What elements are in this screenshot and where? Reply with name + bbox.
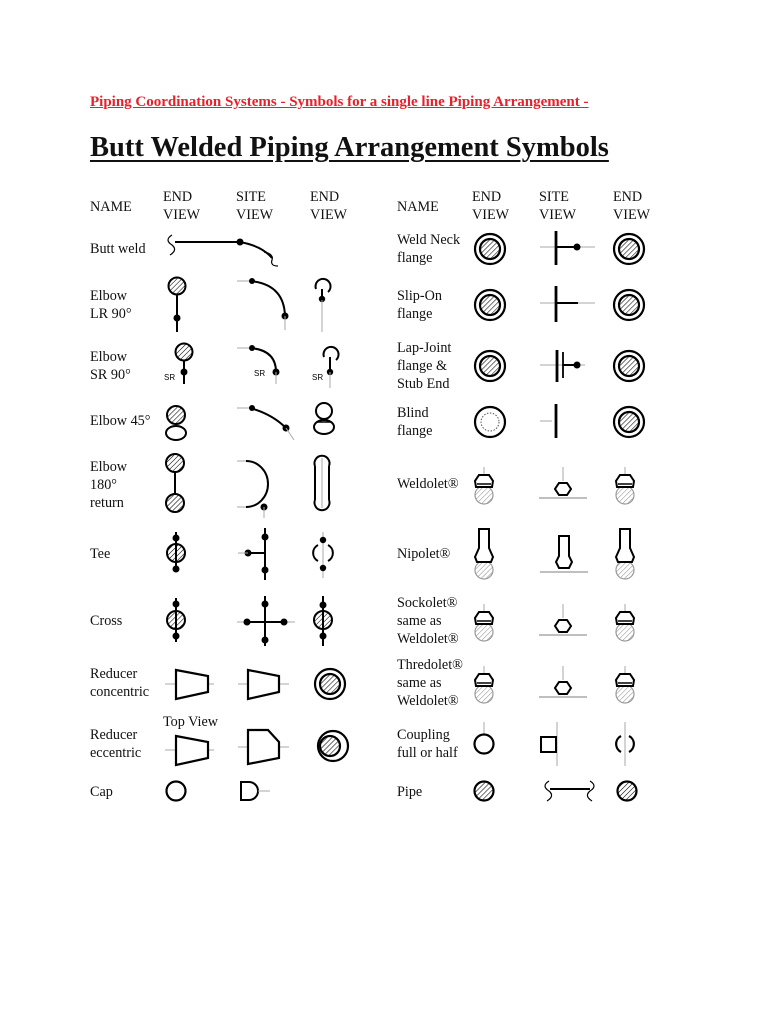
col-end-view-right-2: END VIEW [613, 189, 651, 223]
row-name-weld-neck-flange: Weld Neck flange [397, 232, 461, 266]
row-name-thredolet: Thredolet® same as Weldolet® [397, 657, 463, 709]
col-site-view-left: SITE VIEW [236, 189, 274, 223]
row-name-elbow-45: Elbow 45° [90, 413, 151, 429]
header-link[interactable]: Piping Coordination Systems - Symbols fo… [90, 94, 589, 110]
row-name-elbow-lr90: Elbow LR 90° [90, 288, 132, 322]
elbow-45-symbols [165, 402, 335, 441]
row-name-elbow-sr90: Elbow SR 90° [90, 349, 131, 383]
row-name-slip-on-flange: Slip-On flange [397, 288, 442, 322]
weld-neck-flange-symbols [473, 231, 646, 266]
row-name-coupling: Coupling full or half [397, 727, 458, 761]
row-name-sockolet: Sockolet® same as Weldolet® [397, 595, 459, 647]
row-name-elbow-180: Elbow 180° return [90, 459, 128, 511]
col-end-view-left-2: END VIEW [310, 189, 348, 223]
sockolet-symbols [474, 603, 635, 642]
sr-label-3: SR [312, 373, 323, 382]
weldolet-symbols [474, 466, 635, 505]
col-name-left: NAME [90, 199, 132, 215]
row-name-butt-weld: Butt weld [90, 241, 146, 257]
col-end-view-right-1: END VIEW [472, 189, 510, 223]
elbow-lr90-symbols [167, 276, 332, 332]
row-name-lap-joint-flange: Lap-Joint flange & Stub End [397, 340, 452, 392]
nipolet-symbols [473, 528, 636, 580]
row-name-reducer-eccentric: Reducer eccentric [90, 727, 142, 761]
blind-flange-symbols [473, 404, 646, 439]
coupling-symbols [473, 722, 635, 766]
slip-on-flange-symbols [473, 286, 646, 322]
lap-joint-flange-symbols [473, 349, 646, 383]
row-name-weldolet: Weldolet® [397, 476, 459, 492]
page-title: Butt Welded Piping Arrangement Symbols [90, 132, 609, 163]
row-name-tee: Tee [90, 546, 111, 562]
sr-label-1: SR [164, 373, 175, 382]
reducer-concentric-symbols [165, 667, 347, 701]
row-name-reducer-concentric: Reducer concentric [90, 666, 150, 700]
row-name-pipe: Pipe [397, 784, 423, 800]
row-name-cap: Cap [90, 784, 113, 800]
elbow-sr90-symbols: SR SR SR [164, 342, 340, 388]
top-view-label: Top View [163, 714, 219, 730]
cross-symbols [166, 596, 333, 646]
elbow-180-symbols [165, 453, 331, 518]
row-name-cross: Cross [90, 613, 123, 629]
row-name-blind-flange: Blind flange [397, 405, 433, 439]
col-site-view-right: SITE VIEW [539, 189, 577, 223]
sr-label-2: SR [254, 369, 265, 378]
pipe-symbols [473, 780, 638, 802]
cap-symbols [165, 780, 270, 802]
tee-symbols [166, 528, 334, 580]
reducer-eccentric-symbols [165, 728, 350, 767]
col-name-right: NAME [397, 199, 439, 215]
col-end-view-left-1: END VIEW [163, 189, 201, 223]
butt-weld-symbol [167, 234, 279, 267]
row-name-nipolet: Nipolet® [397, 546, 451, 562]
thredolet-symbols [474, 665, 635, 704]
